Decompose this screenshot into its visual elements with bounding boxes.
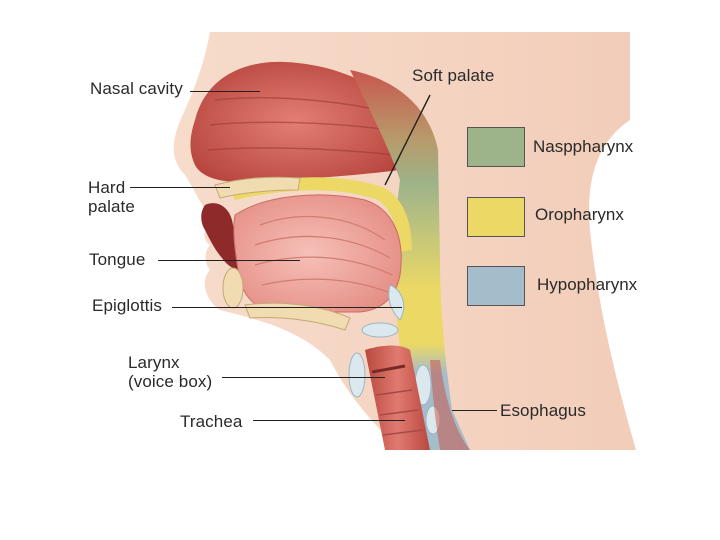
tongue-shape bbox=[234, 195, 401, 312]
tongue-leader bbox=[158, 260, 300, 261]
legend-label-hypopharynx: Hypopharynx bbox=[537, 275, 637, 295]
legend-label-nasopharynx: Nasppharynx bbox=[533, 137, 633, 157]
label-hard-palate: Hard palate bbox=[88, 178, 135, 216]
label-esophagus: Esophagus bbox=[500, 401, 586, 421]
legend-label-oropharynx: Oropharynx bbox=[535, 205, 624, 225]
trachea-leader bbox=[253, 420, 405, 421]
label-trachea: Trachea bbox=[180, 412, 242, 432]
epiglottis-leader bbox=[172, 307, 402, 308]
legend-swatch-nasopharynx bbox=[467, 127, 525, 167]
label-larynx: Larynx (voice box) bbox=[128, 353, 212, 391]
label-soft-palate: Soft palate bbox=[412, 66, 494, 86]
legend-swatch-oropharynx bbox=[467, 197, 525, 237]
larynx-leader bbox=[222, 377, 385, 378]
hard-palate-leader bbox=[130, 187, 230, 188]
esophagus-leader bbox=[452, 410, 497, 411]
label-epiglottis: Epiglottis bbox=[92, 296, 162, 316]
nasal-cavity-leader bbox=[190, 91, 260, 92]
legend-swatch-hypopharynx bbox=[467, 266, 525, 306]
label-nasal-cavity: Nasal cavity bbox=[90, 79, 183, 99]
label-tongue: Tongue bbox=[89, 250, 145, 270]
